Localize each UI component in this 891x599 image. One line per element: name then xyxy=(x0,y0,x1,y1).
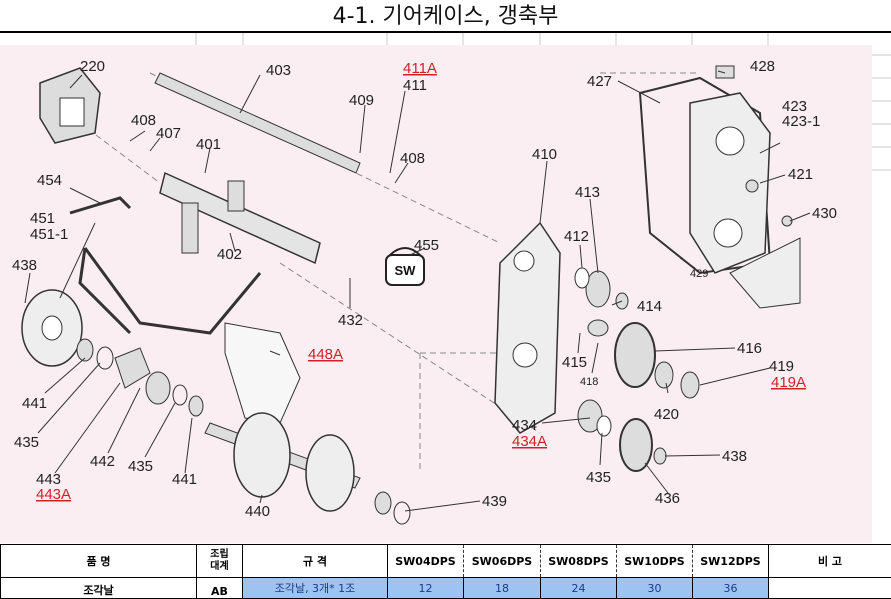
callout-434: 434 xyxy=(512,417,537,434)
cell-part-name: 조각날 xyxy=(1,578,197,599)
oil-cap xyxy=(716,66,734,78)
header-model-sw08dps: SW08DPS xyxy=(541,545,617,578)
callout-409: 409 xyxy=(349,92,374,109)
callout-435-mid: 435 xyxy=(128,458,153,475)
callout-408-right: 408 xyxy=(400,150,425,167)
callout-428: 428 xyxy=(750,58,775,75)
callout-436: 436 xyxy=(655,490,680,507)
cell-sw10dps: 30 xyxy=(617,578,693,599)
cell-sw12dps: 36 xyxy=(693,578,769,599)
callout-414: 414 xyxy=(637,298,662,315)
callout-441-left: 441 xyxy=(22,395,47,412)
callout-407: 407 xyxy=(156,125,181,142)
callout-438-right: 438 xyxy=(722,448,747,465)
exploded-parts-diagram: SW xyxy=(0,33,891,543)
callout-434A: 434A xyxy=(512,433,547,450)
callout-419A: 419A xyxy=(771,374,806,391)
callout-440: 440 xyxy=(245,503,270,520)
header-model-sw12dps: SW12DPS xyxy=(693,545,769,578)
callout-432: 432 xyxy=(338,312,363,329)
callout-451-1: 451-1 xyxy=(30,226,68,243)
cell-remarks xyxy=(769,578,891,599)
header-part-name: 품 명 xyxy=(1,545,197,578)
callout-419: 419 xyxy=(769,358,794,375)
callout-427: 427 xyxy=(587,73,612,90)
callout-455: 455 xyxy=(414,237,439,254)
callout-423-1: 423-1 xyxy=(782,113,820,130)
callout-415: 415 xyxy=(562,354,587,371)
header-model-sw04dps: SW04DPS xyxy=(388,545,464,578)
header-model-sw06dps: SW06DPS xyxy=(464,545,541,578)
callout-413: 413 xyxy=(575,184,600,201)
callout-420: 420 xyxy=(654,406,679,423)
callout-421: 421 xyxy=(788,166,813,183)
header-spec: 규 격 xyxy=(243,545,388,578)
callout-451: 451 xyxy=(30,210,55,227)
callout-441-right: 441 xyxy=(172,471,197,488)
parts-table: 품 명 조립 대계 규 격 SW04DPS SW06DPS SW08DPS SW… xyxy=(0,544,891,599)
cell-sw08dps: 24 xyxy=(541,578,617,599)
cell-spec: 조각날, 3개* 1조 xyxy=(243,578,388,599)
table-row: 조각날 AB 조각날, 3개* 1조 12 18 24 30 36 xyxy=(1,578,891,599)
callout-411A: 411A xyxy=(403,60,437,77)
callout-402: 402 xyxy=(217,246,242,263)
callout-454: 454 xyxy=(37,172,62,189)
callout-411: 411 xyxy=(403,77,427,94)
callout-412: 412 xyxy=(564,228,589,245)
callout-442: 442 xyxy=(90,453,115,470)
callout-403: 403 xyxy=(266,62,291,79)
callout-435-left: 435 xyxy=(14,434,39,451)
cell-assembly-qty: AB xyxy=(197,578,243,599)
callout-439: 439 xyxy=(482,493,507,510)
callout-430: 430 xyxy=(812,205,837,222)
cell-sw06dps: 18 xyxy=(464,578,541,599)
header-assembly-qty: 조립 대계 xyxy=(197,545,243,578)
sw-badge-text: SW xyxy=(395,263,417,278)
callout-220: 220 xyxy=(80,58,105,75)
callout-416: 416 xyxy=(737,340,762,357)
cell-sw04dps: 12 xyxy=(388,578,464,599)
callout-410: 410 xyxy=(532,146,557,163)
callout-401: 401 xyxy=(196,136,221,153)
callout-438-left: 438 xyxy=(12,257,37,274)
page-title: 4-1. 기어케이스, 갱축부 xyxy=(0,0,891,34)
callout-435-right: 435 xyxy=(586,469,611,486)
callout-443A: 443A xyxy=(36,486,71,503)
callout-418: 418 xyxy=(580,376,598,388)
header-remarks: 비 고 xyxy=(769,545,891,578)
callout-408-left: 408 xyxy=(131,112,156,129)
callout-448A: 448A xyxy=(308,346,343,363)
header-model-sw10dps: SW10DPS xyxy=(617,545,693,578)
callout-429: 429 xyxy=(690,268,708,280)
table-header-row: 품 명 조립 대계 규 격 SW04DPS SW06DPS SW08DPS SW… xyxy=(1,545,891,578)
